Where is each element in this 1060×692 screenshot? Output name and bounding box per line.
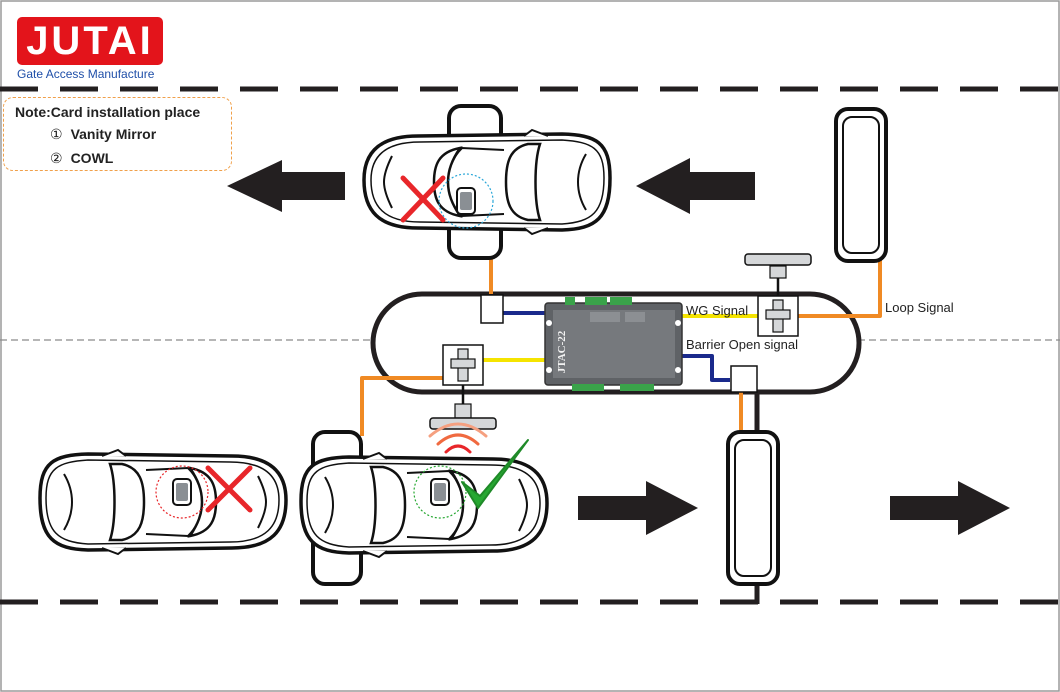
accept-check-icon <box>461 439 529 509</box>
entry-reader-antenna <box>442 344 484 386</box>
barrier-open-signal-label: Barrier Open signal <box>686 337 798 352</box>
car-at-gate <box>299 451 549 559</box>
rf-signal-waves-icon <box>428 422 488 454</box>
arrow-right-icon <box>578 481 698 535</box>
card-reader-waiting-car <box>172 478 192 506</box>
exit-reader-head <box>744 253 812 266</box>
loop-coil-exit-far <box>834 107 888 263</box>
reject-cross-icon <box>205 465 253 513</box>
note-item-text: COWL <box>70 150 114 166</box>
car-waiting <box>38 448 288 556</box>
exit-reader-antenna <box>757 295 799 337</box>
note-title: Note:Card installation place <box>15 104 201 120</box>
wg-signal-label: WG Signal <box>686 303 749 318</box>
note-item-vanity-mirror: ① Vanity Mirror <box>50 126 156 143</box>
arrow-left-icon <box>227 160 345 212</box>
brand-name: JUTAI <box>26 19 154 63</box>
card-reader-gate-car <box>430 478 450 506</box>
barrier-box <box>730 365 758 393</box>
installation-note: Note:Card installation place ① Vanity Mir… <box>3 97 232 171</box>
loop-signal-label: Loop Signal <box>885 300 954 315</box>
controller-model-label: JTAC-22 <box>556 330 568 373</box>
note-item-number: ② <box>50 150 63 166</box>
brand-tagline: Gate Access Manufacture <box>17 67 155 81</box>
wire-loop-signal <box>798 258 882 318</box>
card-reader-exit-car <box>456 187 476 215</box>
note-item-text: Vanity Mirror <box>70 126 157 142</box>
access-controller <box>544 297 683 391</box>
reject-cross-icon <box>400 175 446 223</box>
wire-barrier-signal <box>682 354 730 382</box>
note-item-cowl: ② COWL <box>50 150 113 167</box>
exit-loop-detector <box>480 294 504 324</box>
brand-logo: JUTAI <box>17 17 163 65</box>
arrow-right-icon <box>890 481 1010 535</box>
car-exiting <box>362 128 612 236</box>
arrow-left-icon <box>636 158 755 214</box>
loop-coil-barrier <box>726 430 780 586</box>
note-item-number: ① <box>50 126 63 142</box>
wire-entry-loop <box>360 376 445 436</box>
